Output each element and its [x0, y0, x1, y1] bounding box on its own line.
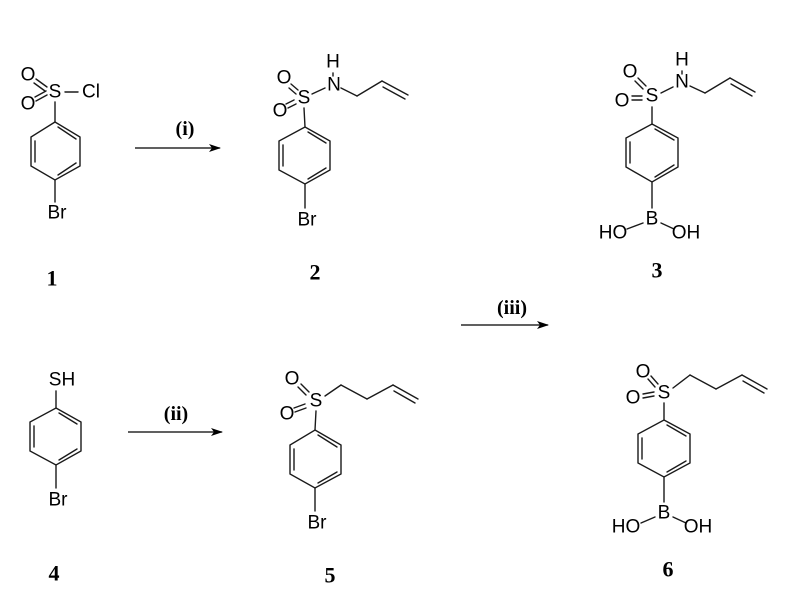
- reagent-label: (i): [176, 118, 195, 140]
- compound-label: 3: [652, 258, 663, 283]
- atom-br: Br: [298, 210, 318, 231]
- atom-br: Br: [49, 490, 69, 511]
- compound-6: O O S B HO OH 6: [612, 362, 768, 582]
- compound-1: O O S Cl Br 1: [21, 65, 100, 291]
- atom-o: O: [21, 65, 36, 86]
- compound-label: 1: [47, 266, 58, 291]
- atom-cl: Cl: [82, 82, 100, 103]
- benzene-ring: [637, 419, 691, 478]
- atom-oh: OH: [672, 223, 701, 244]
- atom-b: B: [646, 209, 659, 230]
- atom-s: S: [646, 86, 659, 107]
- atom-s: S: [658, 383, 671, 404]
- compound-3: O O S H N B HO OH 3: [599, 50, 756, 283]
- atom-o: O: [623, 62, 638, 83]
- atom-ho: HO: [612, 517, 641, 538]
- atom-o: O: [280, 404, 295, 425]
- atom-o: O: [277, 68, 292, 89]
- atom-sh: SH: [49, 370, 75, 391]
- atom-br: Br: [48, 203, 68, 224]
- atom-s: S: [298, 88, 311, 109]
- compound-label: 4: [49, 561, 60, 586]
- benzene-ring: [289, 429, 342, 489]
- compound-label: 6: [663, 557, 674, 582]
- reaction-arrow-ii: (ii): [128, 403, 223, 436]
- atom-b: B: [658, 503, 671, 524]
- atom-o: O: [285, 369, 300, 390]
- atom-o: O: [21, 94, 36, 115]
- reaction-arrow-i: (i): [135, 118, 221, 152]
- atom-o: O: [636, 362, 651, 383]
- atom-h: H: [675, 50, 689, 71]
- compound-5: O O S Br 5: [280, 369, 419, 588]
- benzene-ring: [29, 407, 82, 466]
- compound-label: 5: [325, 563, 336, 588]
- compound-label: 2: [310, 260, 321, 285]
- atom-o: O: [273, 101, 288, 122]
- compound-4: SH Br 4: [29, 370, 82, 586]
- benzene-ring: [278, 126, 331, 185]
- benzene-ring: [30, 121, 81, 181]
- atom-oh: OH: [684, 517, 713, 538]
- atom-n: N: [675, 72, 689, 93]
- reagent-label: (ii): [164, 403, 188, 425]
- compound-2: O O S H N Br 2: [273, 52, 409, 285]
- atom-ho: HO: [599, 223, 628, 244]
- atom-n: N: [327, 75, 341, 96]
- benzene-ring: [625, 123, 679, 183]
- reagent-label: (iii): [497, 297, 527, 319]
- reaction-arrow-iii: (iii): [461, 297, 549, 329]
- atom-s: S: [310, 391, 323, 412]
- atom-h: H: [326, 52, 340, 73]
- atom-o: O: [626, 388, 641, 409]
- atom-br: Br: [308, 513, 328, 534]
- atom-o: O: [615, 91, 630, 112]
- atom-s: S: [49, 82, 62, 103]
